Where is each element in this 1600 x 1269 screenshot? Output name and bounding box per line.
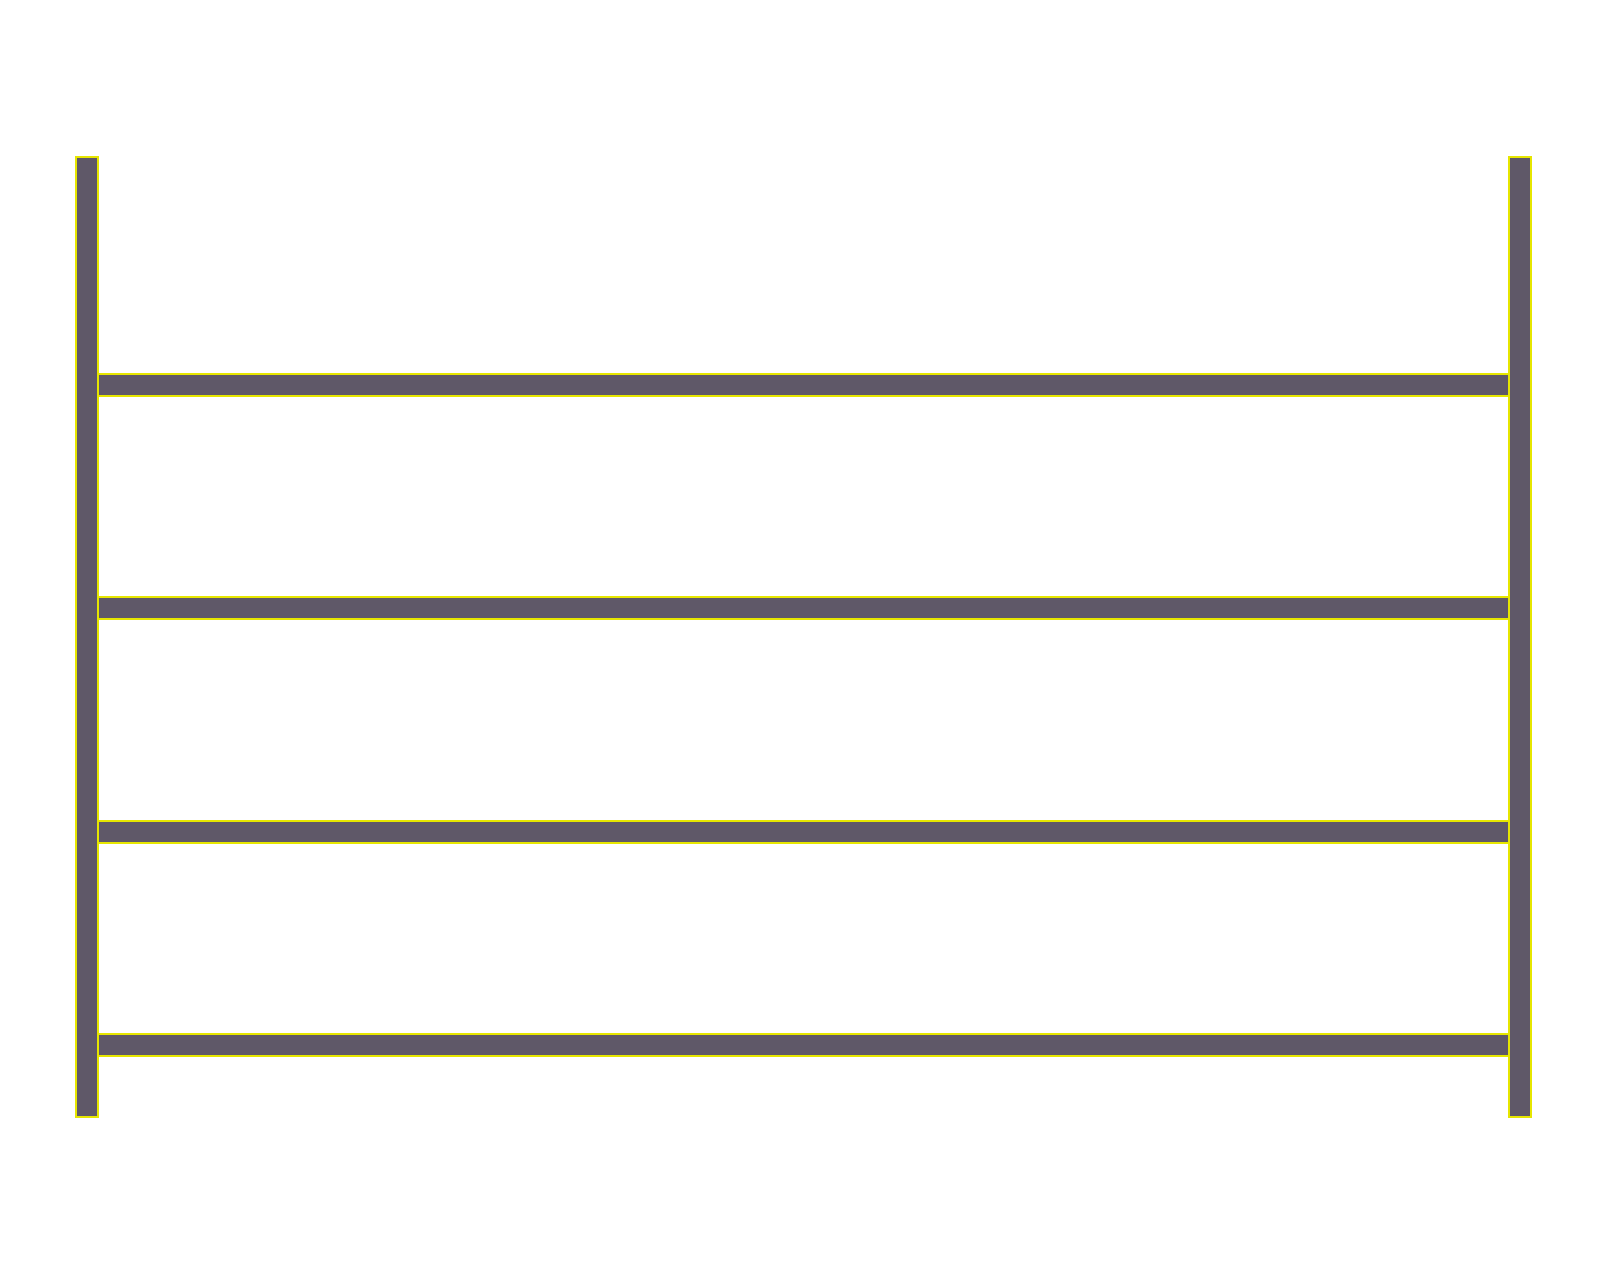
shelves-group bbox=[97, 373, 1510, 1057]
shelf-4 bbox=[97, 1033, 1510, 1057]
right-post bbox=[1508, 156, 1532, 1118]
left-post bbox=[75, 156, 99, 1118]
shelf-1 bbox=[97, 373, 1510, 397]
shelf-3 bbox=[97, 820, 1510, 844]
shelf-2 bbox=[97, 596, 1510, 620]
posts-group bbox=[75, 156, 1532, 1118]
